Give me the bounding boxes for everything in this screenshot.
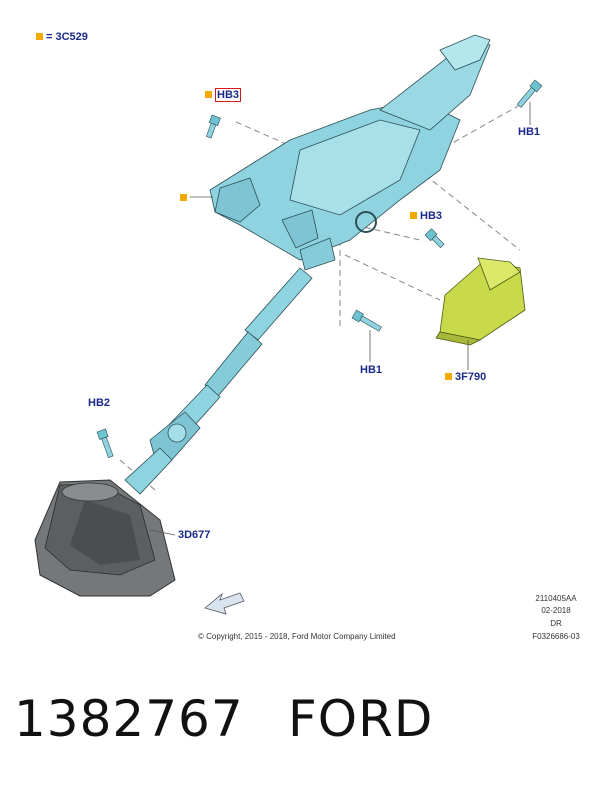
- meta-initials: DR: [550, 619, 562, 628]
- bolt-hb2: [96, 428, 114, 459]
- bolt-hb1-top: [516, 79, 543, 108]
- callout-marker-column: [180, 192, 190, 204]
- callout-hb3-right: HB3: [410, 210, 442, 222]
- meta-code: 2110405AA: [535, 594, 577, 603]
- callout-hb2: HB2: [88, 397, 111, 409]
- orange-square-icon: [445, 373, 452, 380]
- callout-hb3-right-text: HB3: [420, 210, 443, 222]
- callout-3f790-text: 3F790: [455, 371, 487, 383]
- meta-figure-number: F0326686-03: [532, 632, 580, 641]
- steering-boot: [34, 479, 176, 597]
- callout-3f790: 3F790: [445, 371, 486, 383]
- copyright-notice: © Copyright, 2015 - 2018, Ford Motor Com…: [198, 632, 396, 641]
- orange-square-icon: [410, 212, 417, 219]
- bolt-hb3-right: [424, 228, 445, 249]
- bolt-hb3-top: [205, 114, 221, 139]
- legend-marker: = 3C529: [36, 31, 88, 43]
- orange-square-icon: [180, 194, 187, 201]
- legend-text: = 3C529: [46, 31, 88, 43]
- callout-hb1-bottom: HB1: [360, 364, 383, 376]
- orange-square-icon: [205, 91, 212, 98]
- leader-lines: [149, 102, 531, 536]
- bolt-hb1-bottom: [351, 309, 382, 332]
- control-module: [435, 257, 526, 346]
- callout-hb3-boxed-text: HB3: [215, 88, 242, 102]
- meta-date: 02-2018: [541, 606, 571, 615]
- steering-column-diagram: [34, 34, 543, 615]
- orange-square-icon: [36, 33, 43, 40]
- column-housing: [209, 34, 491, 271]
- callout-3d677: 3D677: [178, 529, 211, 541]
- brand-name: FORD: [288, 690, 434, 748]
- part-number: 1382767: [14, 690, 244, 748]
- front-direction-arrow-icon: [204, 592, 245, 615]
- callout-hb1-top: HB1: [518, 126, 541, 138]
- callout-hb3-boxed: HB3: [205, 88, 242, 102]
- intermediate-shaft: [124, 267, 313, 495]
- dashed-leaders: [119, 104, 521, 491]
